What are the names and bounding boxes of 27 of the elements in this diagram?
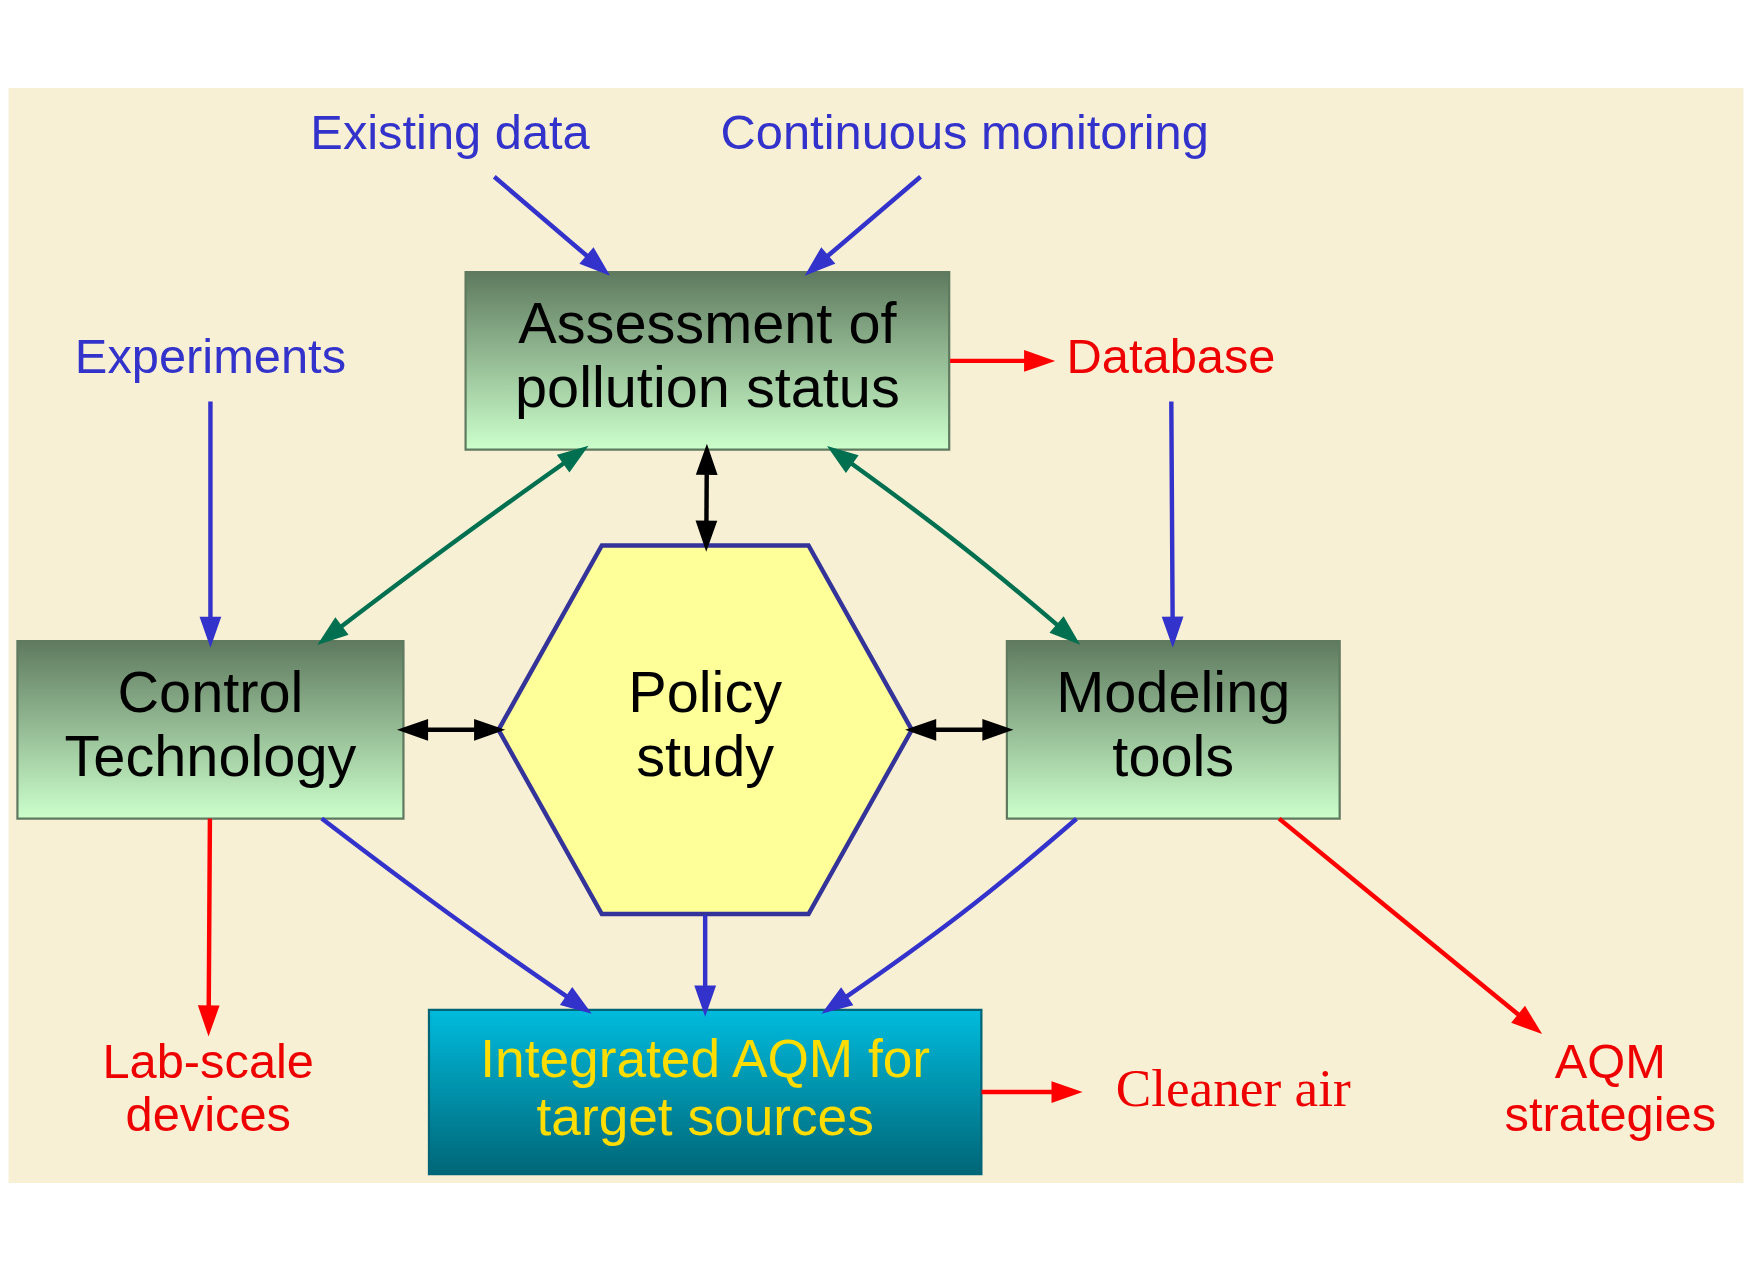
node-text: Database bbox=[1066, 328, 1276, 383]
arrow bbox=[197, 818, 220, 1036]
arrow bbox=[905, 718, 1014, 741]
node-text: AQM strategies bbox=[1504, 1033, 1717, 1141]
node-text: Lab-scale devices bbox=[102, 1033, 315, 1141]
arrow bbox=[1277, 816, 1543, 1034]
arrow bbox=[694, 914, 717, 1017]
arrow bbox=[804, 174, 922, 276]
arrow bbox=[1161, 400, 1184, 648]
arrow bbox=[397, 718, 506, 741]
arrow bbox=[950, 349, 1056, 372]
node-text: Existing data bbox=[310, 104, 590, 159]
arrow bbox=[695, 443, 718, 552]
arrow bbox=[827, 445, 1081, 645]
arrow bbox=[981, 1080, 1083, 1103]
arrow bbox=[199, 400, 222, 648]
arrow bbox=[492, 174, 611, 276]
node-box: Integrated AQM for target sources bbox=[427, 1008, 983, 1175]
arrow bbox=[821, 816, 1078, 1014]
arrow bbox=[320, 816, 592, 1014]
node-box: Modeling tools bbox=[1005, 639, 1341, 820]
node-text: Continuous monitoring bbox=[720, 104, 1209, 159]
node-text: Cleaner air bbox=[1115, 1058, 1351, 1118]
arrow bbox=[317, 445, 589, 645]
node-box: Assessment of pollution status bbox=[464, 270, 951, 451]
node-text: Experiments bbox=[74, 328, 347, 383]
node-box: Control Technology bbox=[16, 639, 405, 820]
